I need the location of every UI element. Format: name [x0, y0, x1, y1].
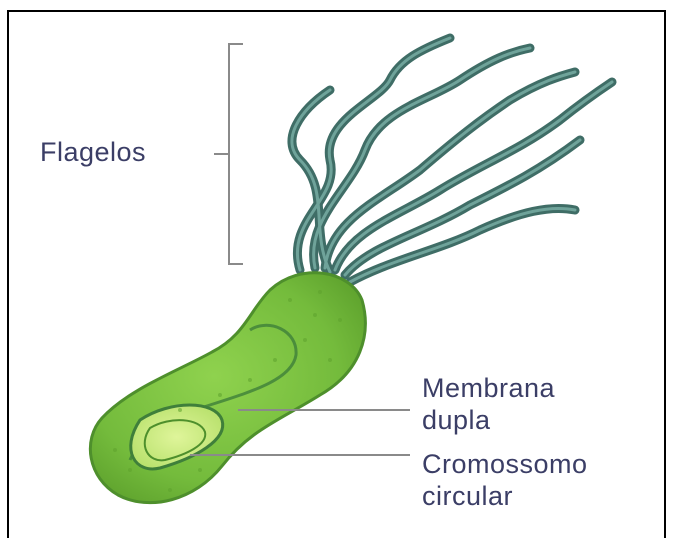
cromossomo-line2: circular — [422, 480, 588, 512]
flagella-bracket — [214, 44, 243, 264]
membrana-line2: dupla — [422, 404, 555, 436]
cromossomo-line1: Cromossomo — [422, 448, 588, 480]
bacterium-body — [90, 273, 365, 503]
flagelos-label: Flagelos — [40, 136, 146, 168]
flagella — [292, 38, 612, 282]
membrana-line1: Membrana — [422, 372, 555, 404]
flagelos-text: Flagelos — [40, 137, 146, 167]
membrana-dupla-label: Membrana dupla — [422, 372, 555, 436]
cromossomo-circular-label: Cromossomo circular — [422, 448, 588, 512]
